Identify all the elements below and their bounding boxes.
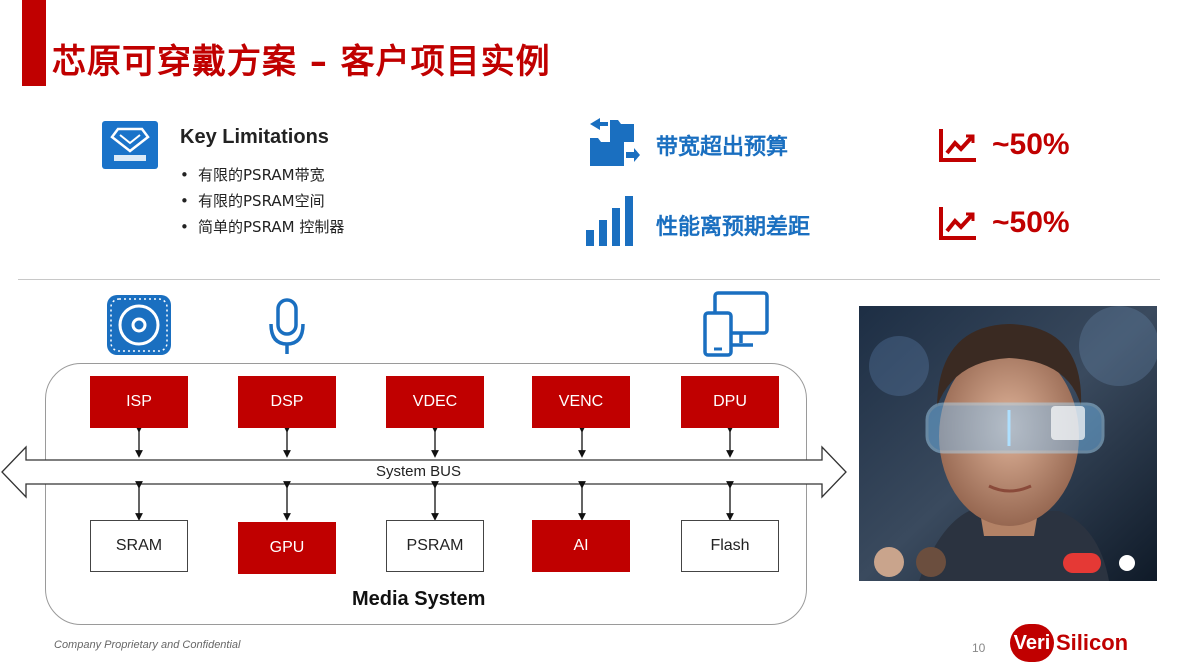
folder-transfer-icon <box>588 116 640 172</box>
page-number: 10 <box>972 641 986 655</box>
section-divider <box>18 279 1160 280</box>
metric-value: ~50% <box>992 206 1070 239</box>
key-limitations-list: •有限的PSRAM带宽 •有限的PSRAM空间 •简单的PSRAM 控制器 <box>180 162 344 240</box>
list-item: •简单的PSRAM 控制器 <box>180 218 345 236</box>
media-system-frame <box>45 363 807 625</box>
title-accent-bar <box>22 0 46 86</box>
display-devices-icon <box>703 291 771 361</box>
trend-up-icon <box>938 205 978 245</box>
page-title: 芯原可穿戴方案 – 客户项目实例 <box>52 42 551 82</box>
block-ai: AI <box>532 520 630 572</box>
bar-chart-icon <box>586 196 634 250</box>
logo-text: Silicon <box>1056 630 1129 655</box>
media-system-label: Media System <box>352 588 486 610</box>
list-item: •有限的PSRAM空间 <box>180 192 325 210</box>
metric-label: 性能离预期差距 <box>656 215 811 240</box>
verisilicon-logo: Veri Silicon <box>1010 624 1150 662</box>
block-dpu: DPU <box>681 376 779 428</box>
key-limitations-logo <box>102 121 158 169</box>
key-limitations-heading: Key Limitations <box>180 126 329 148</box>
block-flash: Flash <box>681 520 779 572</box>
smart-glasses-photo <box>859 306 1157 581</box>
block-isp: ISP <box>90 376 188 428</box>
system-bus-label: System BUS <box>376 463 462 480</box>
block-vdec: VDEC <box>386 376 484 428</box>
confidential-notice: Company Proprietary and Confidential <box>54 639 241 651</box>
list-item: •有限的PSRAM带宽 <box>180 166 325 184</box>
camera-lens-icon <box>107 295 171 359</box>
trend-up-icon <box>938 127 978 167</box>
block-venc: VENC <box>532 376 630 428</box>
metric-value: ~50% <box>992 128 1070 161</box>
metric-label: 带宽超出预算 <box>656 135 789 160</box>
block-sram: SRAM <box>90 520 188 572</box>
microphone-icon <box>268 298 306 360</box>
block-gpu: GPU <box>238 522 336 574</box>
system-bus-arrow <box>1 445 847 499</box>
logo-badge: Veri <box>1010 624 1054 662</box>
block-psram: PSRAM <box>386 520 484 572</box>
block-dsp: DSP <box>238 376 336 428</box>
bus-connectors <box>135 425 734 521</box>
